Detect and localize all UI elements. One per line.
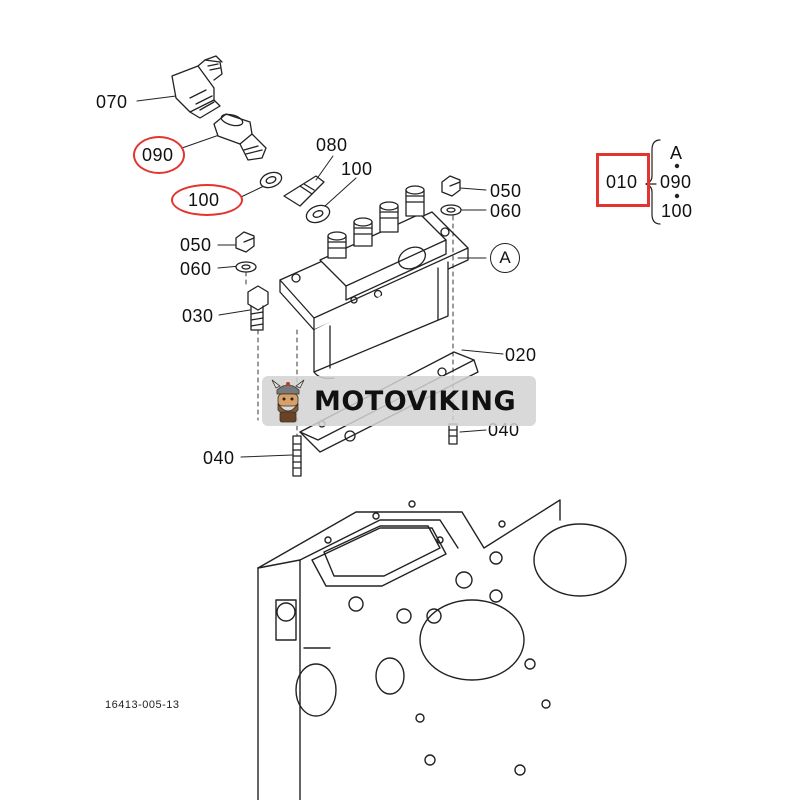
viking-mascot-icon (271, 379, 305, 423)
delivery-valve-3 (379, 201, 399, 233)
part-040-stud-left (292, 435, 302, 477)
delivery-valve-4 (405, 185, 425, 217)
part-050-nut-left (235, 231, 255, 253)
legend-main-010: 010 (606, 172, 638, 192)
reference-a-marker: A (490, 243, 520, 273)
callout-040-left: 040 (203, 448, 235, 468)
highlight-100 (171, 184, 243, 216)
part-050-nut-right (441, 175, 461, 197)
legend-middle-090: 090 (660, 172, 692, 192)
callout-020: 020 (505, 345, 537, 365)
callout-030: 030 (182, 306, 214, 326)
part-090-valve-holder (213, 113, 267, 161)
highlight-090 (133, 136, 185, 174)
callout-060-left: 060 (180, 259, 212, 279)
part-030-bolt (247, 285, 269, 331)
part-070-fitting (171, 55, 223, 119)
engine-block (257, 499, 627, 800)
part-080-nipple (283, 175, 325, 207)
legend-top-a: A (670, 143, 683, 163)
pump-body (313, 261, 449, 380)
drawing-code: 16413-005-13 (105, 699, 180, 711)
callout-090: 090 (142, 145, 174, 165)
watermark-banner: MOTOVIKING (262, 376, 536, 426)
callout-100-right: 100 (341, 159, 373, 179)
part-060-washer-right (440, 204, 462, 216)
part-100-washer-left (259, 171, 283, 189)
callout-050-right: 050 (490, 181, 522, 201)
delivery-valve-2 (353, 217, 373, 247)
highlight-010 (596, 153, 650, 207)
delivery-valve-1 (327, 231, 347, 259)
pump-head (319, 185, 447, 301)
part-060-washer-left (235, 261, 257, 273)
leader-lines (136, 95, 504, 458)
part-040-stud-right (448, 423, 458, 445)
watermark-text: MOTOVIKING (314, 385, 517, 417)
part-100-washer-right (305, 204, 331, 224)
callout-070: 070 (96, 92, 128, 112)
reference-a-label: A (499, 248, 511, 267)
callout-060-right: 060 (490, 201, 522, 221)
callout-100-left: 100 (188, 190, 220, 210)
callout-080: 080 (316, 135, 348, 155)
legend-bottom-100: 100 (661, 201, 693, 221)
callout-050-left: 050 (180, 235, 212, 255)
